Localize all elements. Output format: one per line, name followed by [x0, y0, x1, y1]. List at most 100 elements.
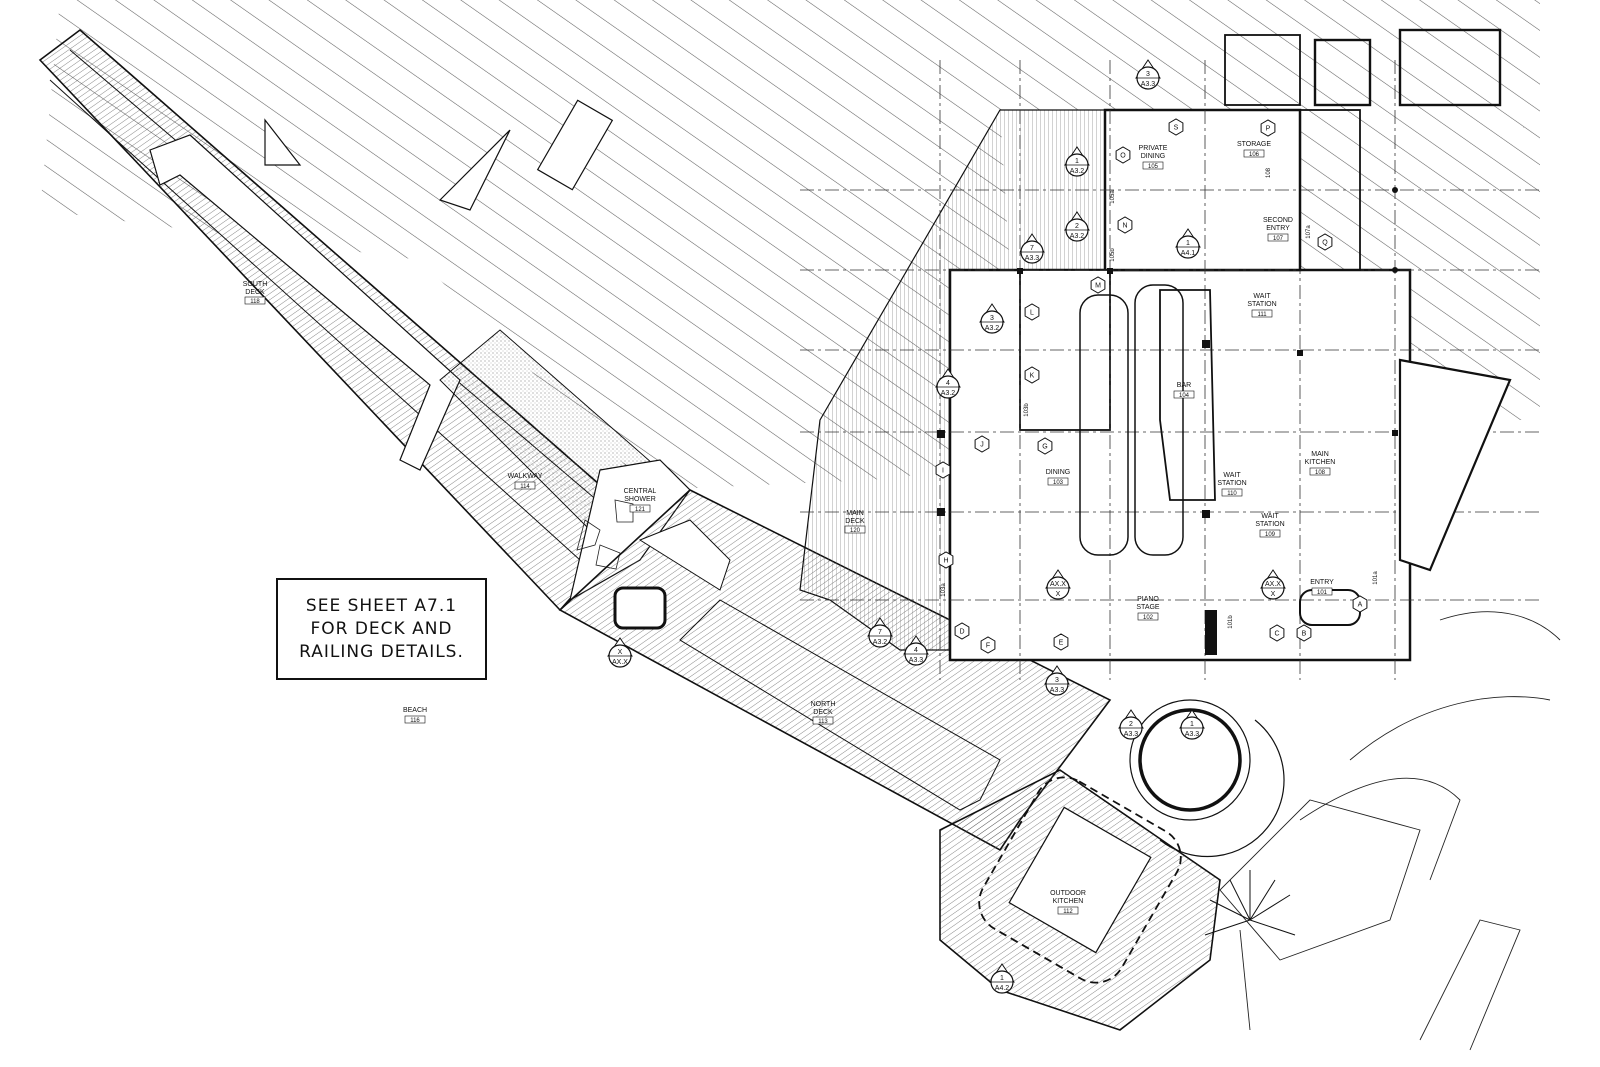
north-deck: [558, 489, 1112, 852]
section-tag: 3A3.3: [1044, 665, 1070, 696]
svg-text:A3.3: A3.3: [1050, 687, 1065, 694]
section-tag: 7A3.3: [1019, 233, 1045, 264]
svg-text:DINING: DINING: [1046, 469, 1071, 476]
svg-text:J: J: [980, 442, 984, 449]
svg-text:111: 111: [1257, 312, 1267, 318]
svg-text:WALKWAY: WALKWAY: [508, 473, 543, 480]
svg-text:112: 112: [1063, 909, 1073, 915]
section-tag: 2A3.2: [1064, 211, 1090, 242]
svg-text:STATION: STATION: [1255, 521, 1284, 528]
svg-text:CENTRAL: CENTRAL: [624, 488, 657, 495]
svg-text:2: 2: [1075, 223, 1079, 230]
elevation-marker: D: [954, 622, 970, 640]
svg-text:WAIT: WAIT: [1223, 472, 1241, 479]
section-tag: 1A4.1: [1175, 228, 1201, 259]
svg-text:103: 103: [1053, 480, 1064, 486]
svg-text:H: H: [943, 558, 948, 565]
section-tag: AX.XX: [1260, 569, 1286, 600]
svg-text:SHOWER: SHOWER: [624, 496, 656, 503]
svg-text:A3.2: A3.2: [873, 639, 888, 646]
svg-text:OUTDOOR: OUTDOOR: [1050, 890, 1086, 897]
section-tag: 1A4.2: [989, 963, 1015, 994]
section-tag: 1A3.3: [1179, 709, 1205, 740]
svg-text:1: 1: [1000, 975, 1004, 982]
note-line-2: FOR DECK AND: [310, 618, 453, 639]
svg-text:DECK: DECK: [845, 518, 865, 525]
svg-text:X: X: [618, 649, 623, 656]
svg-text:KITCHEN: KITCHEN: [1053, 898, 1084, 905]
svg-text:3: 3: [1055, 677, 1059, 684]
svg-text:X: X: [1056, 591, 1061, 598]
elevation-marker: M: [1090, 276, 1106, 294]
svg-text:121: 121: [635, 507, 646, 513]
svg-text:4: 4: [914, 647, 918, 654]
svg-text:KITCHEN: KITCHEN: [1305, 459, 1336, 466]
svg-text:STATION: STATION: [1217, 480, 1246, 487]
svg-text:A3.2: A3.2: [1070, 168, 1085, 175]
svg-text:3: 3: [990, 315, 994, 322]
svg-text:A4.1: A4.1: [1181, 250, 1196, 257]
room-label-beach: BEACH 116: [403, 707, 427, 724]
svg-text:PIANO: PIANO: [1137, 596, 1159, 603]
elevation-marker: C: [1269, 624, 1285, 642]
svg-text:O: O: [1120, 153, 1126, 160]
svg-text:116: 116: [410, 718, 420, 724]
svg-text:BEACH: BEACH: [403, 707, 427, 714]
svg-text:D: D: [959, 629, 964, 636]
svg-text:MAIN: MAIN: [1311, 451, 1329, 458]
elevation-marker: G: [1037, 437, 1053, 455]
elevation-marker: H: [938, 551, 954, 569]
svg-text:107: 107: [1273, 236, 1284, 242]
svg-text:1: 1: [1186, 240, 1190, 247]
svg-text:108: 108: [1315, 470, 1326, 476]
svg-text:N: N: [1122, 223, 1127, 230]
svg-text:106: 106: [1249, 152, 1260, 158]
svg-text:102: 102: [1143, 615, 1154, 621]
svg-text:105: 105: [1148, 164, 1159, 170]
svg-text:A3.3: A3.3: [1185, 731, 1200, 738]
svg-text:G: G: [1042, 444, 1047, 451]
door-tag: 105b: [1110, 248, 1116, 262]
svg-text:DECK: DECK: [245, 289, 265, 296]
svg-text:STORAGE: STORAGE: [1237, 141, 1271, 148]
elevation-marker: I: [935, 461, 951, 479]
section-tag: XAX.X: [607, 637, 633, 668]
section-tag: 4A3.3: [903, 635, 929, 666]
round-platform: [1129, 699, 1285, 858]
outdoor-kitchen-deck: [939, 769, 1221, 1031]
svg-text:A3.2: A3.2: [985, 325, 1000, 332]
svg-text:C: C: [1274, 631, 1279, 638]
door-tag: 108: [1266, 167, 1272, 178]
svg-text:L: L: [1030, 310, 1034, 317]
note-line-3: RAILING DETAILS.: [299, 641, 464, 662]
svg-text:109: 109: [1265, 532, 1276, 538]
elevation-marker: L: [1024, 303, 1040, 321]
svg-text:101: 101: [1317, 590, 1328, 596]
svg-text:K: K: [1030, 373, 1035, 380]
section-tag: 3A3.3: [1135, 59, 1161, 90]
svg-text:4: 4: [946, 380, 950, 387]
elevation-marker: E: [1053, 633, 1069, 651]
svg-text:114: 114: [520, 484, 530, 490]
svg-text:I: I: [942, 468, 944, 475]
svg-text:F: F: [986, 643, 990, 650]
svg-text:DECK: DECK: [813, 709, 833, 716]
svg-text:A3.3: A3.3: [1141, 81, 1156, 88]
svg-text:113: 113: [818, 719, 828, 725]
svg-text:BAR: BAR: [1177, 382, 1191, 389]
elevation-marker: Q: [1317, 233, 1333, 251]
door-tag: 101a: [1373, 571, 1379, 585]
svg-text:AX.X: AX.X: [1050, 581, 1066, 588]
building: [800, 28, 1540, 680]
svg-text:B: B: [1302, 631, 1307, 638]
svg-text:1: 1: [1075, 158, 1079, 165]
